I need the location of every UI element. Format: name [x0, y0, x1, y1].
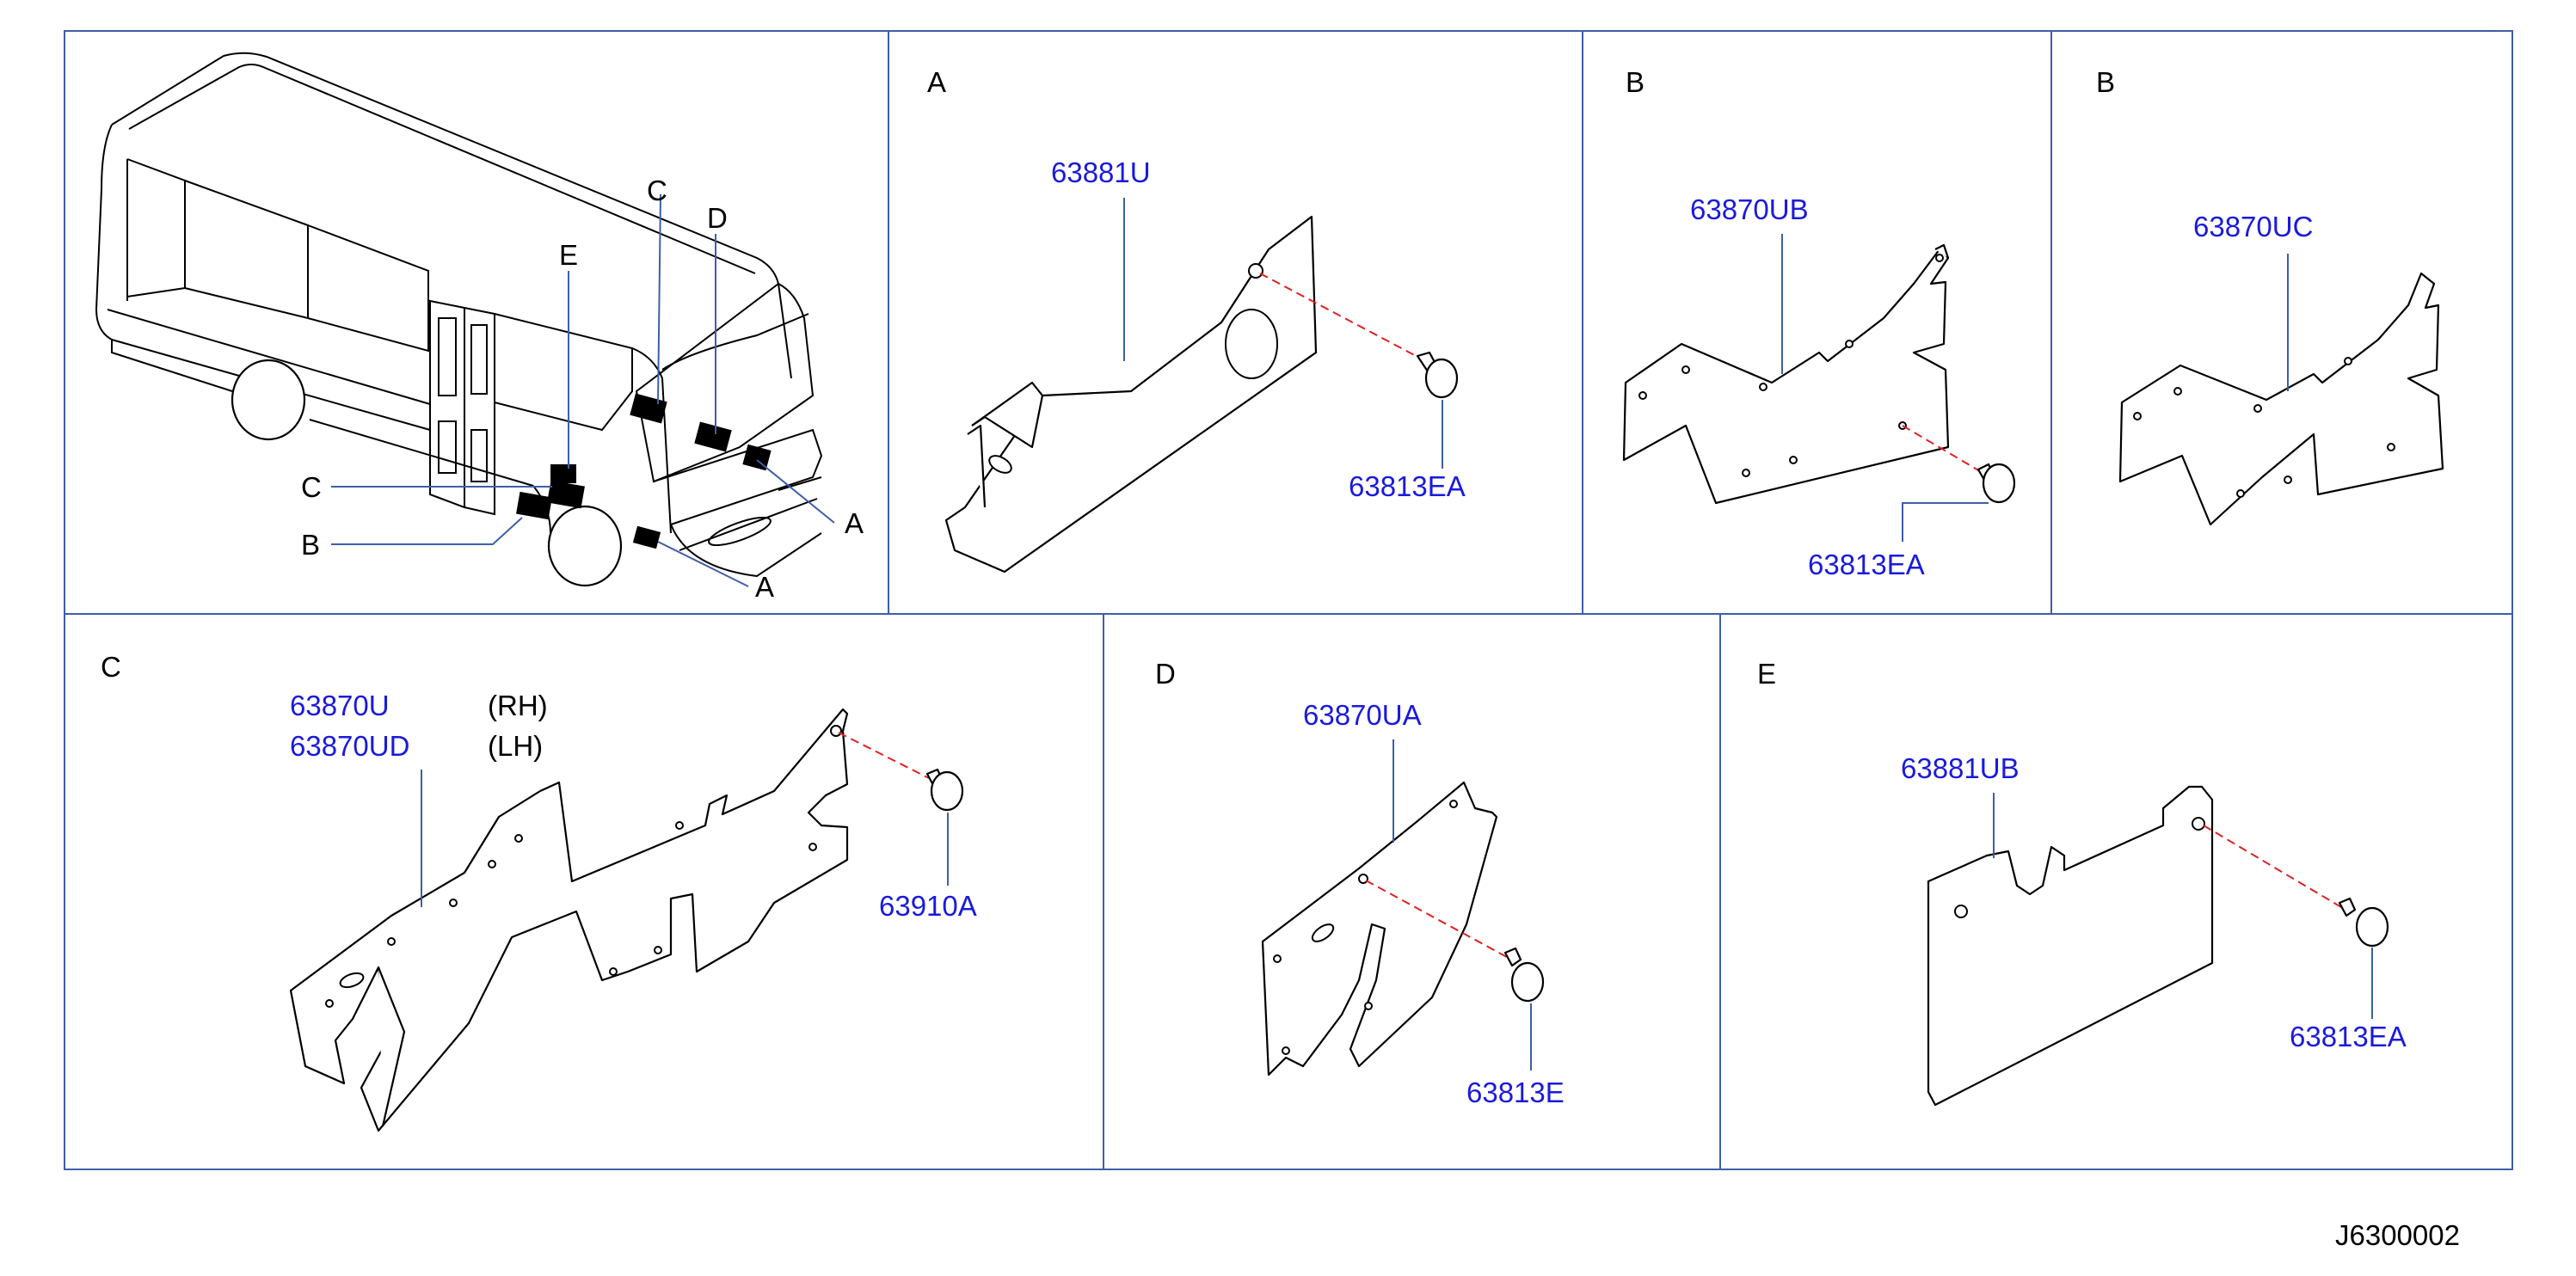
- callout-c-left: C: [301, 471, 322, 503]
- part-63881UB: 63881UB: [1901, 752, 2020, 784]
- part-63870UA: 63870UA: [1303, 699, 1422, 731]
- overview-callouts: C D E C B A A: [301, 175, 864, 603]
- part-63813EA-a: 63813EA: [1349, 470, 1466, 502]
- part-63813E: 63813E: [1466, 1077, 1565, 1108]
- panel-a: A 63881U 63813EA: [927, 66, 1466, 574]
- panel-b2-title: B: [2096, 66, 2115, 98]
- side-lh: (LH): [488, 730, 543, 762]
- panel-frames: [64, 30, 2513, 1170]
- part-63870UD: 63870UD: [290, 730, 409, 762]
- callout-b: B: [301, 529, 320, 561]
- panel-c: C 63870U 63870UD (RH) (LH) 63910A: [101, 651, 977, 1132]
- panel-b2: B 63870UC: [2096, 66, 2444, 526]
- panel-c-title: C: [101, 651, 121, 683]
- side-rh: (RH): [488, 690, 548, 721]
- callout-a-bottom: A: [755, 571, 774, 603]
- part-63870U: 63870U: [290, 690, 390, 721]
- part-63813EA-b: 63813EA: [1808, 549, 1925, 580]
- panel-a-title: A: [927, 66, 946, 98]
- part-63870UB: 63870UB: [1690, 193, 1809, 225]
- part-63881U: 63881U: [1051, 156, 1151, 188]
- part-63813EA-e: 63813EA: [2290, 1021, 2407, 1052]
- part-63870UC: 63870UC: [2193, 211, 2313, 242]
- callout-e: E: [559, 239, 578, 271]
- panel-b1-title: B: [1626, 66, 1645, 98]
- panel-d: D 63870UA 63813E: [1155, 658, 1565, 1108]
- panel-e: E 63881UB 63813EA: [1757, 658, 2407, 1107]
- callout-c-top: C: [647, 175, 667, 206]
- panel-b1: B 63870UB 63813EA: [1622, 66, 2016, 580]
- diagram-code: J6300002: [2335, 1219, 2460, 1251]
- panel-e-title: E: [1757, 658, 1776, 690]
- bus-overview: [95, 52, 835, 587]
- callout-d: D: [707, 202, 728, 234]
- part-63910A: 63910A: [879, 890, 977, 922]
- panel-d-title: D: [1155, 658, 1176, 690]
- callout-a-right: A: [845, 507, 864, 539]
